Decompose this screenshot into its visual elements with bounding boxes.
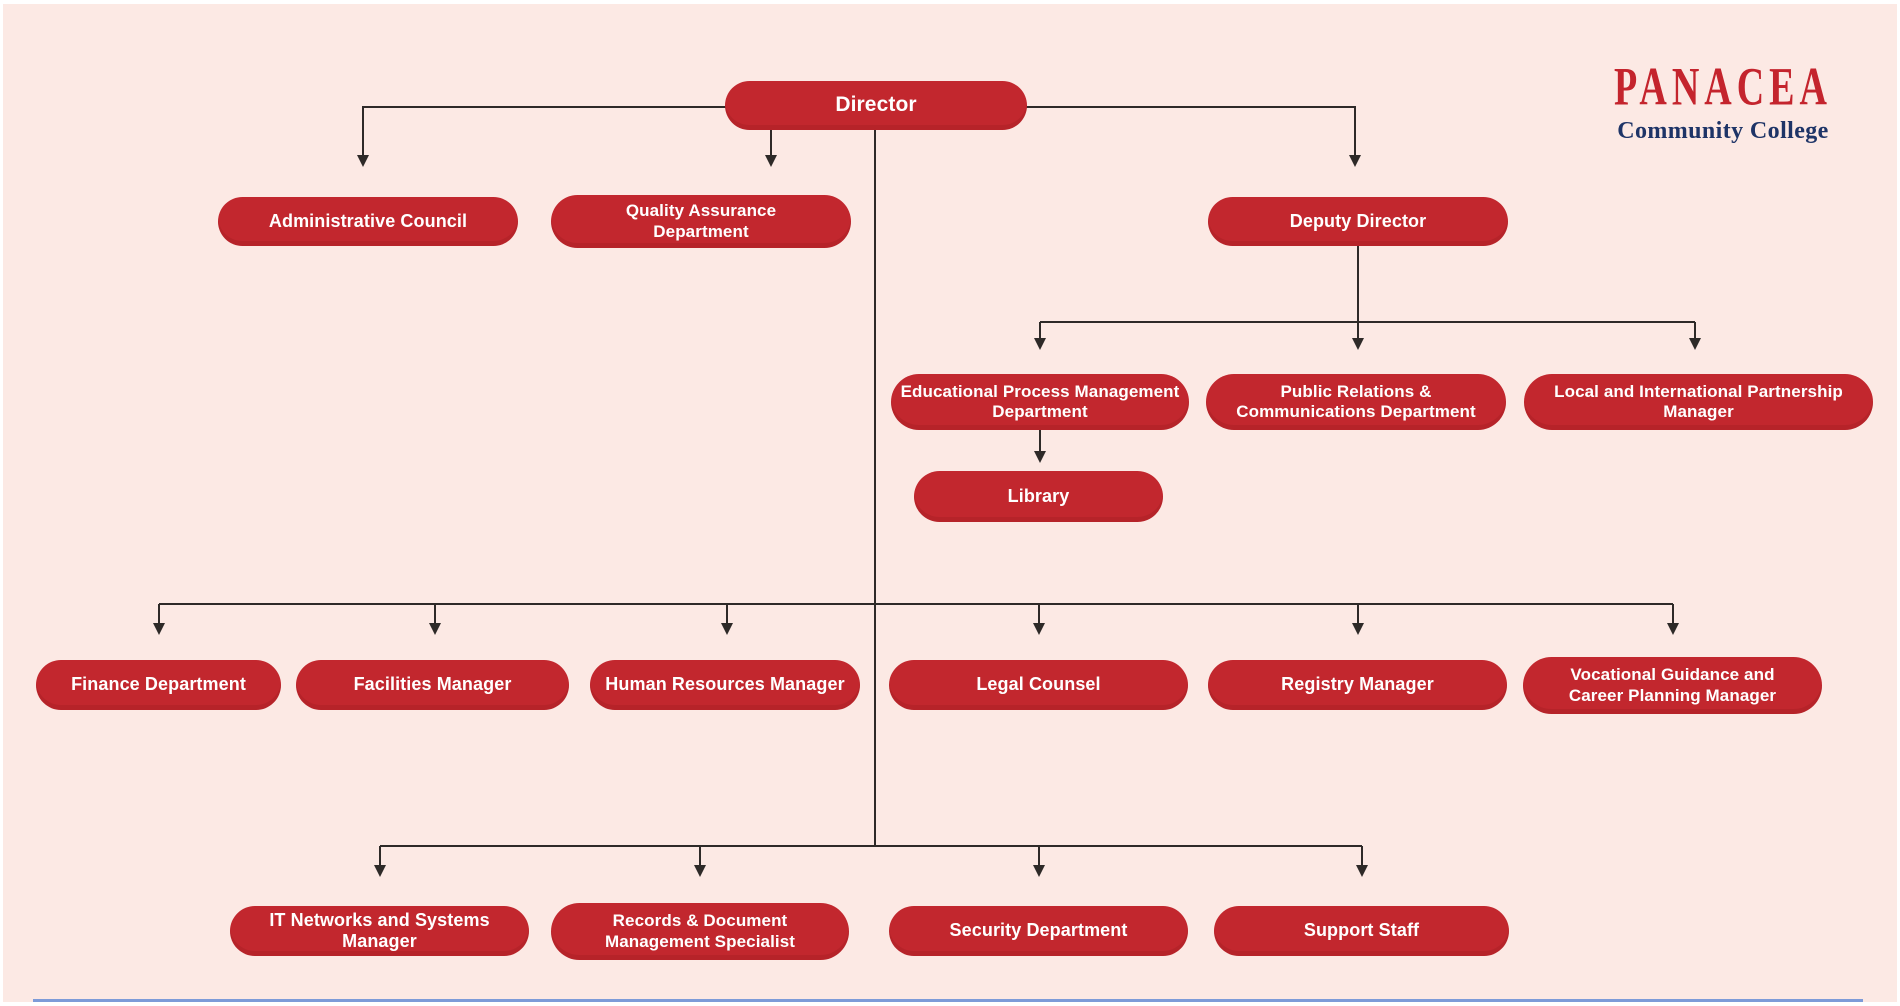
org-node-human-resources: Human Resources Manager bbox=[590, 660, 860, 710]
org-node-deputy-director: Deputy Director bbox=[1208, 197, 1508, 246]
org-node-finance: Finance Department bbox=[36, 660, 281, 710]
logo-subtitle-text: Community College bbox=[1603, 118, 1843, 145]
org-chart-canvas: Director Administrative Council Quality … bbox=[3, 4, 1897, 1002]
org-node-local-international: Local and International Partnership Mana… bbox=[1524, 374, 1873, 430]
org-node-records: Records & Document Management Specialist bbox=[551, 903, 849, 960]
org-node-educational-process: Educational Process Management Departmen… bbox=[891, 374, 1189, 430]
org-node-support-staff: Support Staff bbox=[1214, 906, 1509, 956]
org-node-security: Security Department bbox=[889, 906, 1188, 956]
logo-brand-text: PANACEA bbox=[1614, 56, 1832, 118]
org-node-administrative-council: Administrative Council bbox=[218, 197, 518, 246]
org-node-it-networks: IT Networks and Systems Manager bbox=[230, 906, 529, 956]
org-node-registry: Registry Manager bbox=[1208, 660, 1507, 710]
org-node-vocational-guidance: Vocational Guidance and Career Planning … bbox=[1523, 657, 1822, 714]
org-node-legal-counsel: Legal Counsel bbox=[889, 660, 1188, 710]
org-node-director: Director bbox=[725, 81, 1027, 130]
org-node-library: Library bbox=[914, 471, 1163, 522]
org-node-public-relations: Public Relations & Communications Depart… bbox=[1206, 374, 1506, 430]
org-node-facilities: Facilities Manager bbox=[296, 660, 569, 710]
org-node-quality-assurance: Quality Assurance Department bbox=[551, 195, 851, 248]
college-logo: PANACEA Community College bbox=[1603, 56, 1843, 145]
